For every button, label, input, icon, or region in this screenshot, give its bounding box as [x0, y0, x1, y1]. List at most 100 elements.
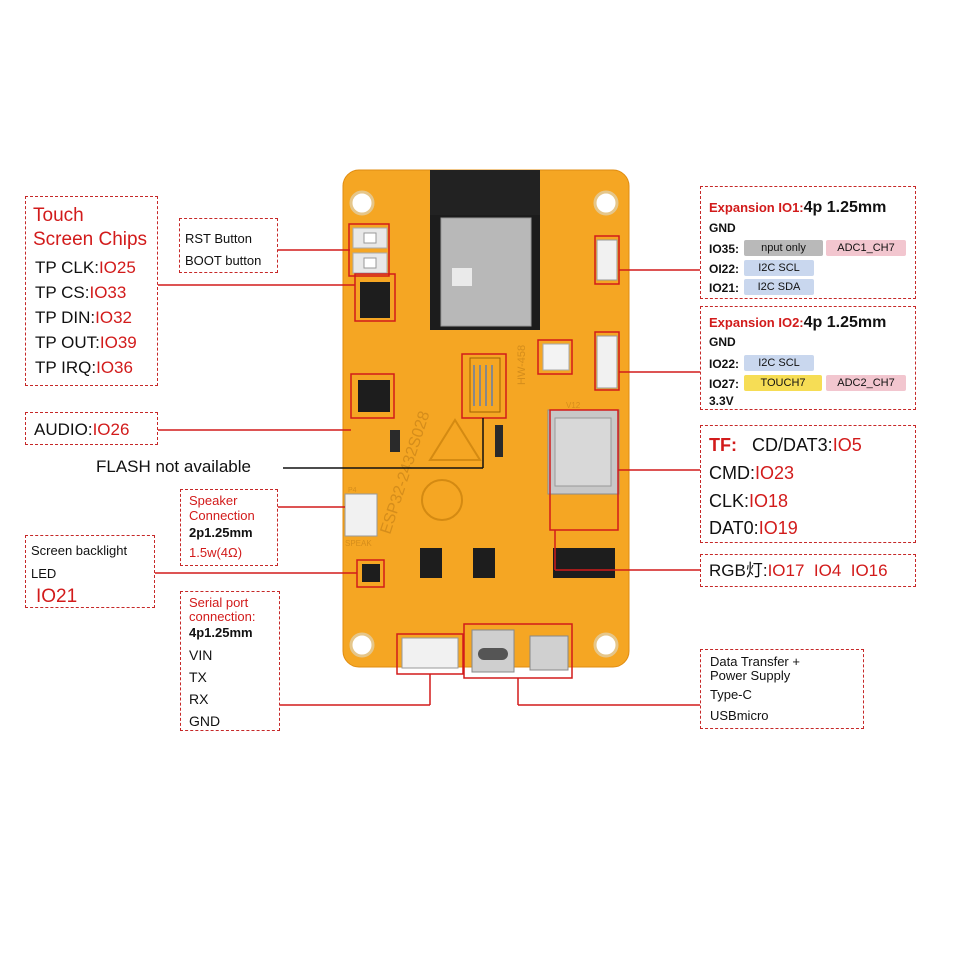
rgb-pin: IO4: [813, 561, 842, 580]
touch-pin: IO39: [99, 333, 137, 352]
expansion-io1-header: Expansion IO1:4p 1.25mm: [709, 200, 886, 216]
audio-box: [25, 412, 158, 445]
tf-pin: IO5: [832, 435, 862, 455]
flash-leader: [283, 418, 484, 469]
touch-row-din: TP DIN:IO32: [35, 308, 137, 333]
touch-pin: IO36: [96, 358, 133, 377]
rgb-label: RGB灯:: [709, 561, 768, 580]
touch-label: TP OUT:: [35, 333, 100, 352]
serial-pin: RX: [189, 691, 209, 707]
expansion-io1-pin: IO35:: [709, 242, 740, 256]
expansion-io1-tag: I2C SCL: [744, 260, 814, 276]
audio-label: AUDIO:IO26: [34, 421, 129, 438]
silk-speak: SPEAK: [345, 539, 372, 548]
backlight-line2: LED: [31, 566, 57, 581]
rgb-led: [542, 343, 570, 371]
silk-v12: V12: [566, 401, 581, 410]
tf-pin: IO23: [755, 463, 795, 483]
serial-box: [180, 591, 280, 731]
tf-row-3: CLK:IO18: [709, 492, 788, 510]
usb-line3: Type-C: [710, 687, 752, 702]
audio-pin: IO26: [92, 420, 130, 439]
micro-usb-port: [529, 635, 569, 671]
flash-footprint: [469, 357, 501, 413]
tf-row-1: TF: CD/DAT3:IO5: [709, 436, 862, 454]
speaker-title-line1: Speaker: [189, 493, 238, 508]
tf-label: CD/DAT3:: [752, 435, 833, 455]
tf-row-4: DAT0:IO19: [709, 519, 798, 537]
tf-box: [700, 425, 916, 543]
tf-title: TF:: [709, 435, 737, 455]
flash-label: FLASH not available: [96, 457, 251, 476]
mounting-holes: [349, 190, 619, 658]
serial-pin: GND: [189, 713, 221, 729]
touch-title-line2: Screen Chips: [33, 229, 148, 250]
touch-chip: [360, 282, 390, 318]
touch-label: TP DIN:: [35, 308, 96, 327]
tf-label: DAT0:: [709, 518, 759, 538]
speaker-spec: 2p1.25mm: [189, 525, 253, 540]
expansion-io2-connector: [596, 335, 618, 389]
expansion-io1-gnd: GND: [709, 221, 736, 235]
leader-lines: [155, 249, 700, 706]
backlight-line1: Screen backlight: [31, 543, 128, 558]
touch-pin-list: TP CLK:IO25 TP CS:IO33 TP DIN:IO32 TP OU…: [35, 258, 137, 383]
serial-pin-list: VIN TX RX GND: [189, 647, 220, 735]
expansion-io2-spec: 4p 1.25mm: [803, 314, 887, 331]
usb-line4: USBmicro: [710, 708, 769, 723]
serial-title-line2: connection:: [189, 609, 256, 624]
esp32-module: [430, 170, 540, 330]
expansion-io1-tag: I2C SDA: [744, 279, 814, 295]
serial-pin: VIN: [189, 647, 213, 663]
tf-pin: IO19: [758, 518, 798, 538]
silk-p4: P4: [348, 487, 357, 494]
serial-spec: 4p1.25mm: [189, 625, 253, 640]
rgb-driver-chip: [553, 548, 615, 578]
serial-connector: [401, 637, 459, 669]
tf-card-slot: [547, 409, 620, 495]
rgb-row: RGB灯:IO17 IO4 IO16: [709, 562, 888, 579]
touch-title-line1: Touch: [33, 205, 84, 226]
rgb-pin: IO17: [767, 561, 805, 580]
expansion-io2-pin: IO22:: [709, 357, 740, 371]
buttons-box: [179, 218, 278, 273]
expansion-io2-touch-tag: TOUCH7: [744, 375, 822, 391]
speaker-power: 1.5w(4Ω): [189, 545, 243, 560]
touch-label: TP CLK:: [35, 258, 99, 277]
expansion-io1-pin: IO21:: [709, 281, 740, 295]
touch-row-irq: TP IRQ:IO36: [35, 358, 137, 383]
expansion-io2-pin: IO27:: [709, 377, 740, 391]
expansion-io1-spec: 4p 1.25mm: [803, 199, 887, 216]
usb-line1: Data Transfer +: [710, 654, 800, 669]
rst-button-label: RST Button: [185, 231, 252, 246]
speaker-box: [180, 489, 278, 566]
expansion-io1-tag: nput only: [744, 240, 823, 256]
expansion-io2-title: Expansion IO2:: [709, 315, 804, 330]
rgb-box: [700, 554, 916, 587]
tf-label: CMD:: [709, 463, 755, 483]
rgb-pin: IO16: [850, 561, 888, 580]
backlight-transistor: [362, 564, 380, 582]
silk-module: HW-458: [516, 345, 528, 385]
expansion-io1-connector: [596, 239, 618, 281]
touch-label: TP CS:: [35, 283, 90, 302]
speaker-title-line2: Connection: [189, 508, 255, 523]
expansion-io1-title: Expansion IO1:: [709, 200, 804, 215]
expansion-io2-tag: I2C SCL: [744, 355, 814, 371]
audio-chip: [358, 380, 390, 412]
touch-pin: IO25: [98, 258, 136, 277]
touch-pin: IO33: [89, 283, 127, 302]
touch-row-out: TP OUT:IO39: [35, 333, 137, 358]
expansion-io1-adc-tag: ADC1_CH7: [826, 240, 906, 256]
touch-row-cs: TP CS:IO33: [35, 283, 137, 308]
backlight-pin: IO21: [36, 586, 78, 607]
expansion-io1-pin: OI22:: [709, 262, 740, 276]
speaker-connector: [344, 493, 378, 537]
expansion-io2-adc-tag: ADC2_CH7: [826, 375, 906, 391]
touch-chips-box: [25, 196, 158, 386]
backlight-box: [25, 535, 155, 608]
audio-text: AUDIO:: [34, 420, 93, 439]
tf-row-2: CMD:IO23: [709, 464, 794, 482]
expansion-io2-gnd: GND: [709, 335, 736, 349]
